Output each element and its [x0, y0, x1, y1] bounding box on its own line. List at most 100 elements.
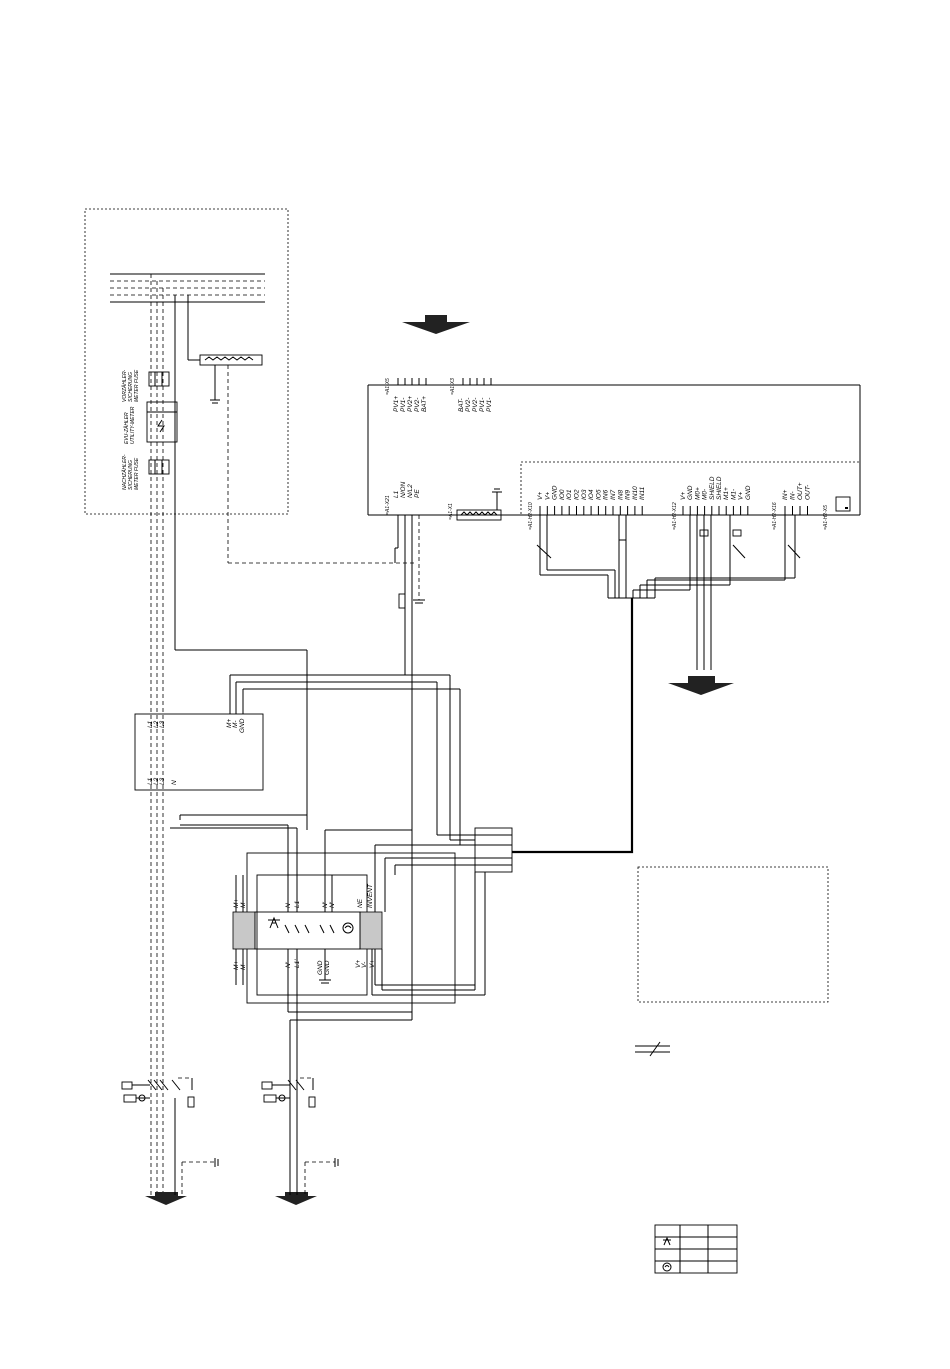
x21-pins: =A1-X21 L1 N/ON N/L2 PE [385, 481, 421, 515]
utility-meter [146, 401, 178, 443]
pin-label: OUT- [805, 484, 812, 500]
meter-label: EVU-ZÄHLER UTILITY-METER [123, 406, 136, 444]
svg-text:N': N' [329, 901, 336, 908]
terminal-x3 [462, 378, 492, 385]
svg-text:SICHERUNG: SICHERUNG [128, 372, 134, 402]
pin-label: IN+ [782, 490, 789, 501]
svg-text:L2: L2 [153, 720, 160, 728]
svg-text:BAT-: BAT- [458, 397, 465, 412]
svg-text:=A1-H2-X10: =A1-H2-X10 [528, 502, 534, 530]
svg-text:PE: PE [414, 489, 421, 498]
svg-text:PV2-: PV2- [465, 397, 472, 412]
svg-text:=A1-H2-X12: =A1-H2-X12 [672, 502, 678, 530]
energy-meter-bottom-pins: L1 L2 L3 N [147, 777, 178, 785]
svg-text:V+: V+ [369, 960, 376, 968]
pin-label: V+ [680, 492, 687, 500]
main-connection-box [84, 208, 415, 1195]
pin-label: V+ [738, 492, 745, 500]
svg-text:=A1-X3: =A1-X3 [450, 378, 456, 395]
pin-label: M1- [730, 488, 737, 500]
x5b-tag: =A1-H2-X5 [823, 505, 829, 530]
svg-text:N: N [285, 903, 292, 908]
svg-text:NE: NE [357, 898, 364, 908]
svg-text:PV1-: PV1- [479, 397, 486, 412]
svg-text:=A1-X5: =A1-X5 [385, 378, 391, 395]
svg-text:L3: L3 [159, 720, 166, 728]
inverter [367, 378, 861, 521]
svg-text:M-: M- [232, 720, 239, 728]
cable-legend-symbol [635, 1041, 670, 1057]
notes-box [637, 866, 829, 1003]
svg-text:L2: L2 [153, 777, 160, 785]
generator-icon [342, 922, 354, 934]
pylon-icon [663, 1236, 671, 1246]
svg-text:GND: GND [324, 960, 331, 975]
pin-label: IN6 [603, 490, 610, 501]
rj45-socket [835, 496, 851, 512]
pin-label: SHIELD [716, 476, 723, 500]
svg-text:UTILITY-METER: UTILITY-METER [130, 406, 136, 444]
pin-label: IO2 [574, 489, 581, 500]
svg-text:NACHZÄHLER-: NACHZÄHLER- [121, 454, 128, 490]
comm-wiring [512, 515, 801, 854]
svg-text:SICHERUNG: SICHERUNG [128, 460, 134, 490]
svg-text:L1: L1 [147, 777, 154, 785]
pin-label: IN7 [610, 490, 617, 501]
svg-text:L1: L1 [393, 490, 400, 498]
svg-text:L1: L1 [294, 900, 301, 908]
switch-box-bottom-labels: M+ M- N' L1' GND GND V+ V- V+ [233, 959, 376, 975]
pin-label: GND [745, 485, 752, 500]
svg-text:EVU-ZÄHLER: EVU-ZÄHLER [123, 412, 130, 444]
svg-text:METER FUSE: METER FUSE [134, 369, 140, 402]
pin-label: IN11 [639, 486, 646, 500]
switch-box [170, 815, 485, 1021]
switch-box-top-labels: M+ M- N L1 N' N' NE INVENT [233, 883, 374, 908]
x3-pins: =A1-X3 BAT- PV2- PV2- PV1- PV1- [450, 378, 493, 412]
breaker-left [121, 1077, 219, 1195]
svg-text:PV1-: PV1- [486, 397, 493, 412]
pin-label: IN8 [617, 490, 624, 501]
svg-text:M+: M+ [233, 899, 240, 908]
pin-label: GND [552, 485, 559, 500]
svg-text:PV2-: PV2- [472, 397, 479, 412]
pin-label: IN9 [625, 490, 632, 501]
svg-text:N': N' [322, 901, 329, 908]
svg-text:BAT+: BAT+ [421, 396, 428, 412]
fuse [398, 593, 406, 609]
breaker-right [261, 1012, 339, 1195]
fuse-after-label: NACHZÄHLER- SICHERUNG METER FUSE [121, 454, 140, 490]
svg-text:=A1-H2-X16: =A1-H2-X16 [772, 502, 778, 530]
pin-label: V+ [537, 492, 544, 500]
pin-label: M1+ [723, 487, 730, 500]
arrow-down-icon [275, 1192, 317, 1205]
pin-label: IO4 [588, 489, 595, 500]
inverter-ac-wiring [230, 515, 425, 830]
energy-meter-top-pins: L1 L2 L3 M+ M- GND [147, 718, 246, 733]
symbol-table [654, 1224, 738, 1274]
x16-pins: =A1-H2-X16 IN+IN-OUT+OUT- [772, 482, 812, 530]
terminal-x5 [397, 378, 427, 385]
pin-label: SHIELD [709, 476, 716, 500]
svg-text:N/ON: N/ON [400, 481, 407, 498]
svg-text:M+: M+ [226, 719, 233, 728]
meter-fuse-front [148, 371, 170, 387]
pin-label: V+ [544, 492, 551, 500]
svg-text:M+: M+ [233, 961, 240, 970]
energy-meter [134, 649, 461, 845]
svg-text:L3: L3 [159, 777, 166, 785]
pin-label: IO3 [581, 489, 588, 500]
svg-text:N: N [171, 780, 178, 785]
pe-bar [456, 509, 502, 521]
svg-text:PV2+: PV2+ [407, 396, 414, 412]
svg-text:=A1-X21: =A1-X21 [385, 495, 391, 515]
meter-fuse-after [148, 459, 170, 475]
svg-text:GND: GND [317, 960, 324, 975]
svg-text:L1: L1 [147, 720, 154, 728]
svg-text:PV1+: PV1+ [393, 396, 400, 412]
svg-text:V-: V- [361, 961, 368, 968]
pin-label: OUT+ [797, 482, 804, 500]
pin-label: M0+ [694, 487, 701, 500]
